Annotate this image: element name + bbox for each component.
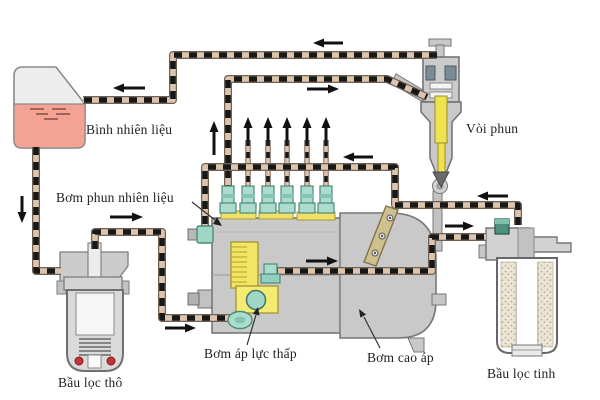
flow-arrow-fine-filter-out-left xyxy=(477,191,508,201)
flow-arrow-into-tank-left xyxy=(113,83,145,93)
fine-filter-top-fitting xyxy=(494,218,510,235)
flow-arrow-delivery-up-5 xyxy=(302,117,312,140)
pointer-injection-pump xyxy=(191,201,222,226)
flow-arrow-delivery-up-4 xyxy=(282,117,292,140)
flow-arrow-delivery-up-2 xyxy=(243,117,253,140)
label-fuel-tank: Bình nhiên liệu xyxy=(86,122,173,137)
flow-arrow-return-top-left xyxy=(313,38,343,48)
flow-arrow-lp-out-right xyxy=(306,256,338,266)
fuel-liquid xyxy=(13,103,86,149)
flow-arrow-into-fine-filter-right xyxy=(445,221,474,231)
low-pressure-pump xyxy=(230,241,279,314)
flow-arrow-coarse-out-right xyxy=(110,212,143,222)
high-pressure-pump-body xyxy=(339,178,448,353)
label-injection-pump: Bơm phun nhiên liệu xyxy=(56,190,174,205)
filter-media xyxy=(500,261,517,348)
injector-tip xyxy=(432,171,450,189)
line-tank-to-coarse-filter xyxy=(36,147,61,271)
fine-filter xyxy=(478,227,572,357)
governor-lever xyxy=(363,205,399,267)
gallery-inlet-fitting xyxy=(187,225,214,244)
flow-arrow-delivery-up-6 xyxy=(321,117,331,140)
label-injector: Vòi phun xyxy=(466,121,519,136)
label-fine-filter: Bầu lọc tinh xyxy=(487,366,556,381)
pointer-low-pressure-pump xyxy=(246,307,260,346)
filter-media xyxy=(537,261,554,348)
filter-spring xyxy=(79,338,111,356)
injector xyxy=(390,38,462,189)
flow-arrow-lp-inlet-right xyxy=(165,323,196,333)
coarse-filter xyxy=(56,242,130,372)
label-coarse-filter: Bầu lọc thô xyxy=(58,375,123,390)
lp-pump-outlet-fitting xyxy=(260,263,281,284)
pointer-high-pressure-pump xyxy=(359,309,381,349)
label-low-pressure-pump: Bơm áp lực thấp xyxy=(204,346,297,361)
label-high-pressure-pump: Bơm cao áp xyxy=(367,350,434,365)
flow-arrow-tank-outlet-down xyxy=(17,196,27,223)
injector-needle xyxy=(434,95,448,144)
fuel-level-marks xyxy=(30,108,70,120)
pump-outlet-fittings xyxy=(219,185,336,221)
fuel-tank xyxy=(13,66,86,149)
lp-pump-inlet-fitting xyxy=(227,310,253,330)
flow-arrow-rail-left xyxy=(343,152,373,162)
flow-arrow-to-injector-right xyxy=(307,84,339,94)
flow-arrow-delivery-up-1 xyxy=(209,121,219,155)
flow-arrow-delivery-up-3 xyxy=(263,117,273,140)
